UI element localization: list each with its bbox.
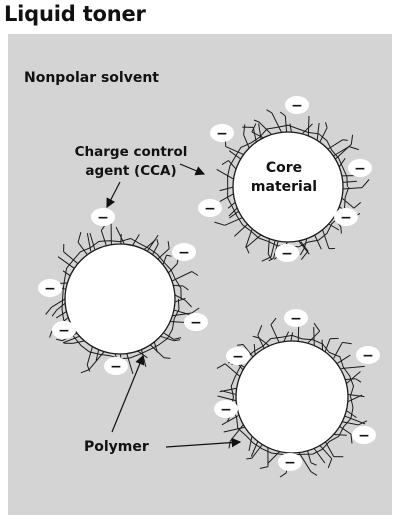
svg-text:−: −: [110, 359, 122, 375]
polymer-label: Polymer: [84, 439, 149, 455]
cca-charge: −: [356, 346, 380, 364]
polymer-branch: [164, 358, 170, 359]
polymer-strand: [314, 327, 315, 347]
cca-charge: −: [172, 243, 196, 261]
cca-charge: −: [278, 453, 302, 471]
particle-core: [65, 244, 175, 354]
cca-charge: −: [184, 313, 208, 331]
svg-text:−: −: [362, 348, 374, 364]
svg-text:−: −: [284, 455, 296, 471]
cca-charge: −: [38, 279, 62, 297]
svg-text:−: −: [58, 323, 70, 339]
svg-text:−: −: [44, 281, 56, 297]
polymer-branch: [343, 140, 348, 141]
svg-text:−: −: [290, 311, 302, 327]
svg-text:−: −: [358, 428, 370, 444]
cca-charge: −: [104, 357, 128, 375]
cca-charge: −: [352, 426, 376, 444]
polymer-branch: [237, 345, 243, 346]
svg-text:−: −: [97, 210, 109, 226]
svg-text:−: −: [281, 246, 293, 262]
polymer-strand: [308, 116, 309, 137]
polymer-branch: [341, 227, 342, 234]
particle-core: [236, 341, 348, 453]
svg-text:−: −: [291, 98, 303, 114]
svg-text:−: −: [220, 402, 232, 418]
cca-charge: −: [210, 124, 234, 142]
cca-charge: −: [198, 199, 222, 217]
cca-charge: −: [91, 208, 115, 226]
core-label-line2: material: [251, 179, 317, 195]
svg-text:−: −: [340, 210, 352, 226]
svg-text:−: −: [354, 161, 366, 177]
cca-charge: −: [52, 321, 76, 339]
svg-text:−: −: [216, 126, 228, 142]
cca-charge: −: [275, 244, 299, 262]
cca-charge: −: [334, 208, 358, 226]
cca-label-line1: Charge control: [75, 144, 188, 160]
polymer-branch: [246, 458, 252, 459]
svg-text:−: −: [190, 315, 202, 331]
polymer-strand: [334, 435, 347, 436]
svg-text:−: −: [178, 245, 190, 261]
cca-label-line2: agent (CCA): [85, 163, 176, 179]
cca-charge: −: [284, 309, 308, 327]
polymer-strand: [298, 326, 299, 342]
cca-charge: −: [226, 347, 250, 365]
liquid-toner-diagram: Core material − − − − − − − − − − − − − …: [8, 34, 392, 515]
core-label-line1: Core: [266, 160, 302, 176]
cca-charge: −: [348, 159, 372, 177]
cca-charge: −: [285, 96, 309, 114]
figure-title: Liquid toner: [4, 2, 146, 26]
cca-charge: −: [214, 400, 238, 418]
svg-text:−: −: [204, 201, 216, 217]
solvent-label: Nonpolar solvent: [24, 70, 159, 86]
svg-text:−: −: [232, 349, 244, 365]
